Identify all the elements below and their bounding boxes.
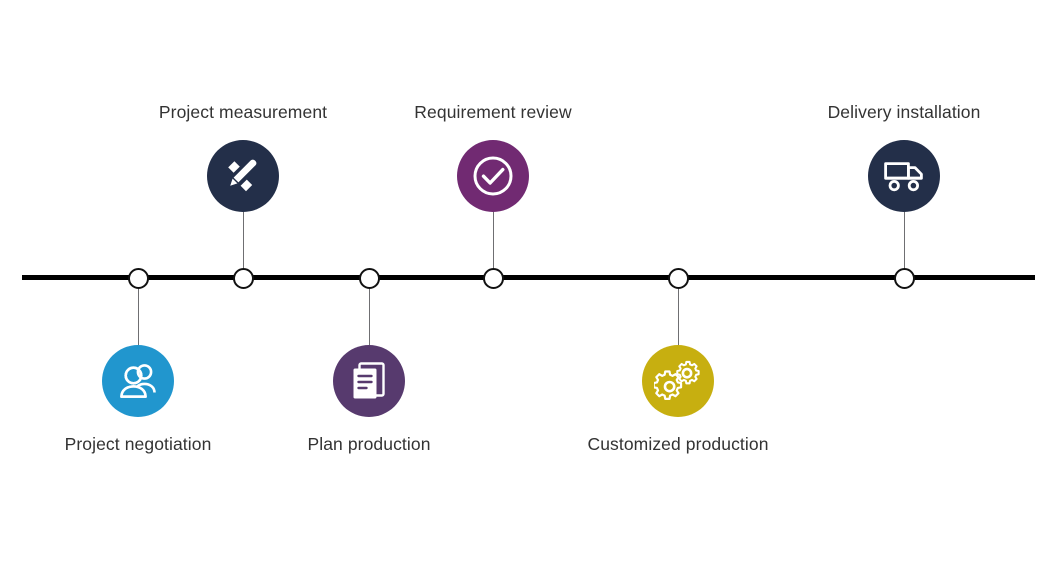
timeline-node-project-negotiation[interactable]: [127, 267, 149, 289]
step-label-requirement-review: Requirement review: [414, 102, 572, 122]
step-label-delivery-installation: Delivery installation: [827, 102, 981, 122]
timeline-node-delivery-installation[interactable]: [893, 267, 915, 289]
timeline-node-plan-production[interactable]: [358, 267, 380, 289]
step-label-plan-production: Plan production: [307, 434, 431, 454]
timeline-node-customized-production[interactable]: [667, 267, 689, 289]
step-badge-project-negotiation[interactable]: [102, 345, 174, 417]
step-badge-delivery-installation[interactable]: [868, 140, 940, 212]
step-label-project-negotiation: Project negotiation: [64, 434, 212, 454]
truck-icon: [882, 157, 926, 195]
step-badge-plan-production[interactable]: [333, 345, 405, 417]
timeline-axis: [22, 275, 1035, 280]
timeline-node-requirement-review[interactable]: [482, 267, 504, 289]
pencil-ruler-icon: [222, 155, 264, 197]
connector-stem-delivery-installation: [904, 206, 905, 278]
timeline-node-project-measurement[interactable]: [232, 267, 254, 289]
step-label-project-measurement: Project measurement: [158, 102, 328, 122]
connector-stem-customized-production: [678, 278, 679, 351]
connector-stem-project-negotiation: [138, 278, 139, 351]
step-badge-project-measurement[interactable]: [207, 140, 279, 212]
connector-stem-requirement-review: [493, 206, 494, 278]
step-label-customized-production: Customized production: [587, 434, 769, 454]
connector-stem-plan-production: [369, 278, 370, 351]
documents-icon: [350, 360, 388, 402]
step-badge-requirement-review[interactable]: [457, 140, 529, 212]
users-icon: [116, 361, 160, 401]
connector-stem-project-measurement: [243, 206, 244, 278]
check-circle-icon: [469, 152, 517, 200]
gears-icon: [654, 358, 702, 404]
step-badge-customized-production[interactable]: [642, 345, 714, 417]
